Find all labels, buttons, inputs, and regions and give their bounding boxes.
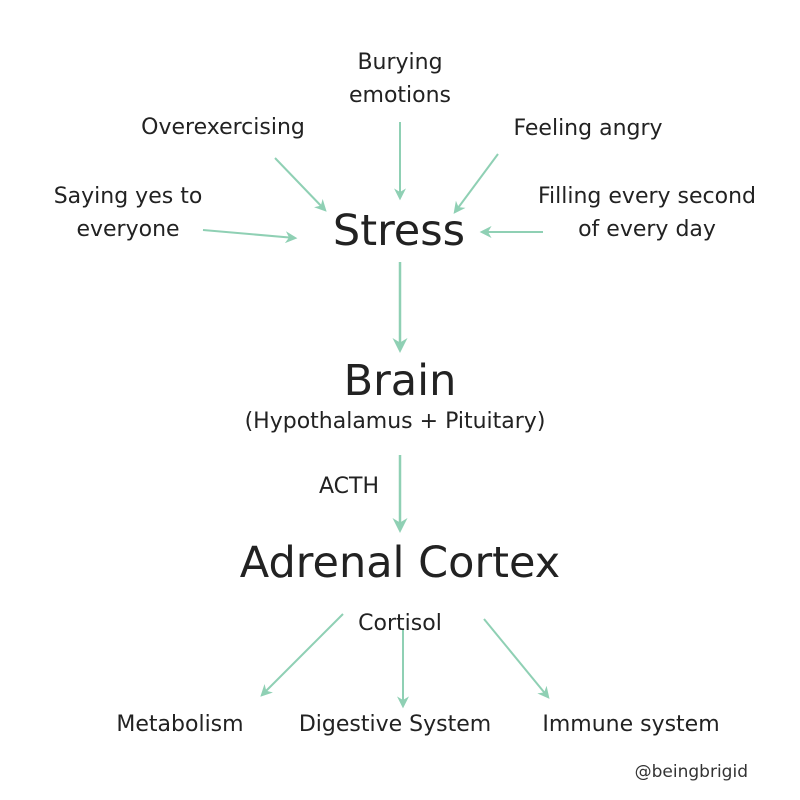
arrow-angry-to-stress — [453, 153, 499, 214]
cause-burying-emotions: Burying emotions — [348, 50, 452, 108]
cause-filling-every-second: Filling every second of every day — [537, 184, 756, 242]
effect-digestive-system: Digestive System — [298, 712, 492, 737]
node-brain-subtitle: (Hypothalamus + Pituitary) — [244, 409, 546, 434]
arrow-cortisol-to-immune — [483, 618, 550, 699]
cause-saying-yes: Saying yes to everyone — [53, 184, 203, 242]
arrow-overexercising-to-stress — [274, 157, 327, 212]
cause-feeling-angry: Feeling angry — [513, 116, 663, 141]
arrow-cortisol-to-metabolism — [260, 613, 344, 697]
node-adrenal-cortex: Adrenal Cortex — [239, 538, 561, 588]
label-cortisol: Cortisol — [358, 611, 442, 636]
arrow-yes-to-stress — [202, 229, 298, 244]
credit-handle: @beingbrigid — [634, 762, 748, 782]
cause-overexercising: Overexercising — [141, 115, 305, 140]
label-acth: ACTH — [318, 474, 379, 499]
effect-metabolism: Metabolism — [116, 712, 244, 737]
effect-immune-system: Immune system — [542, 712, 720, 737]
node-brain: Brain — [343, 356, 457, 406]
node-stress: Stress — [332, 206, 466, 256]
